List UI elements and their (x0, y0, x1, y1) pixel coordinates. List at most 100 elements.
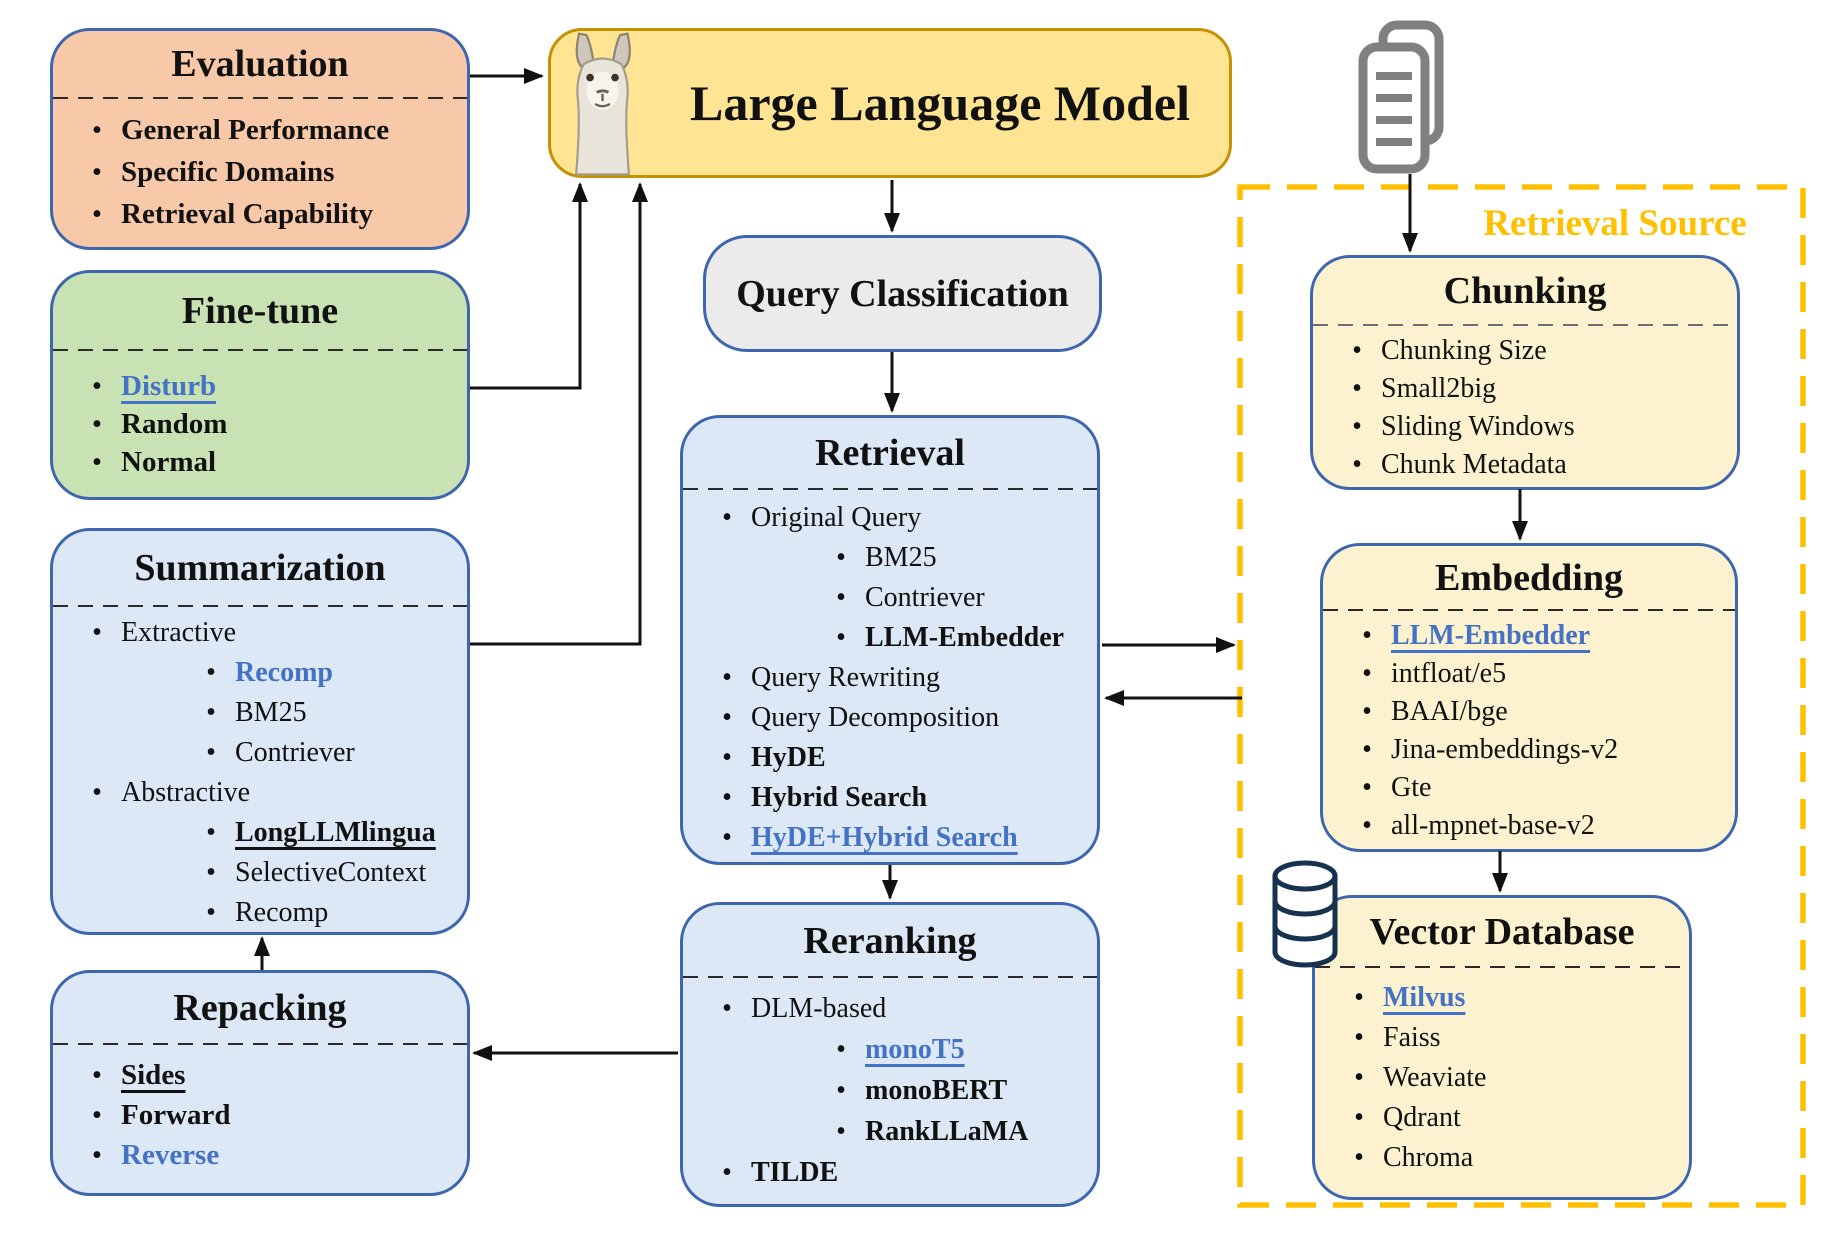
bullet-icon: • (722, 662, 732, 693)
divider (53, 605, 467, 607)
bullet-icon: • (206, 657, 216, 688)
repacking-box: Repacking •Sides •Forward •Reverse (50, 970, 470, 1196)
list-item: •monoBERT (683, 1070, 1097, 1111)
query-classification-box: Query Classification (703, 235, 1102, 352)
list-item: •Weaviate (1315, 1058, 1689, 1098)
bullet-icon: • (92, 617, 102, 648)
bullet-icon: • (722, 702, 732, 733)
bullet-icon: • (722, 993, 732, 1024)
list-item: •Chunking Size (1313, 332, 1737, 370)
llama-icon (574, 32, 631, 176)
reranking-title: Reranking (803, 919, 977, 962)
bullet-icon: • (836, 1034, 846, 1065)
bullet-icon: • (1362, 620, 1372, 651)
list-item: •Qdrant (1315, 1098, 1689, 1138)
bullet-icon: • (836, 542, 846, 573)
bullet-icon: • (1354, 1062, 1364, 1093)
list-item: •Hybrid Search (683, 778, 1097, 818)
summarization-box: Summarization •Extractive •Recomp •BM25 … (50, 528, 470, 935)
bullet-icon: • (91, 1139, 103, 1171)
bullet-icon: • (722, 742, 732, 773)
list-item: •Faiss (1315, 1018, 1689, 1058)
list-item: •Extractive (53, 613, 467, 653)
bullet-icon: • (722, 502, 732, 533)
divider (683, 488, 1097, 490)
bullet-icon: • (722, 782, 732, 813)
vector-database-title: Vector Database (1369, 911, 1635, 953)
bullet-icon: • (92, 777, 102, 808)
bullet-icon: • (206, 817, 216, 848)
bullet-icon: • (1362, 772, 1372, 803)
list-item: •Contriever (53, 733, 467, 773)
list-item: •HyDE+Hybrid Search (683, 818, 1097, 858)
list-item: •Reverse (53, 1135, 467, 1175)
list-item: •General Performance (53, 109, 467, 151)
documents-icon (1358, 20, 1444, 174)
list-item: •BM25 (53, 693, 467, 733)
bullet-icon: • (836, 1116, 846, 1147)
reranking-box: Reranking •DLM-based •monoT5 •monoBERT •… (680, 902, 1100, 1207)
list-item: •RankLLaMA (683, 1111, 1097, 1152)
list-item: •Milvus (1315, 978, 1689, 1018)
bullet-icon: • (91, 156, 103, 188)
embedding-box: Embedding •LLM-Embedder •intfloat/e5 •BA… (1320, 543, 1738, 852)
bullet-icon: • (91, 370, 103, 402)
bullet-icon: • (206, 697, 216, 728)
list-item: •Recomp (53, 893, 467, 933)
retrieval-source-label: Retrieval Source (1483, 203, 1747, 244)
list-item: •BAAI/bge (1323, 693, 1735, 731)
list-item: •Small2big (1313, 370, 1737, 408)
list-item: •DLM-based (683, 988, 1097, 1029)
bullet-icon: • (206, 897, 216, 928)
list-item: •LongLLMlingua (53, 813, 467, 853)
list-item: •intfloat/e5 (1323, 655, 1735, 693)
bullet-icon: • (1352, 449, 1362, 480)
database-icon (1272, 860, 1338, 968)
list-item: •Recomp (53, 653, 467, 693)
embedding-title: Embedding (1435, 556, 1623, 599)
bullet-icon: • (91, 408, 103, 440)
llm-title: Large Language Model (690, 75, 1190, 131)
bullet-icon: • (722, 1157, 732, 1188)
bullet-icon: • (1352, 411, 1362, 442)
bullet-icon: • (1352, 335, 1362, 366)
repacking-title: Repacking (173, 987, 347, 1029)
list-item: •BM25 (683, 538, 1097, 578)
list-item: •Chunk Metadata (1313, 446, 1737, 484)
divider (53, 349, 467, 351)
bullet-icon: • (1354, 1142, 1364, 1173)
list-item: •Specific Domains (53, 151, 467, 193)
list-item: •Retrieval Capability (53, 193, 467, 235)
fine-tune-title: Fine-tune (181, 290, 339, 332)
divider (53, 1043, 467, 1045)
list-item: •monoT5 (683, 1029, 1097, 1070)
retrieval-box: Retrieval •Original Query •BM25 •Contrie… (680, 415, 1100, 865)
arrow-summarization-to-llm (470, 182, 648, 646)
bullet-icon: • (91, 1099, 103, 1131)
list-item: •LLM-Embedder (683, 618, 1097, 658)
list-item: •Normal (53, 443, 467, 481)
bullet-icon: • (836, 1075, 846, 1106)
llm-box: Large Language Model (548, 28, 1232, 178)
list-item: •Sliding Windows (1313, 408, 1737, 446)
list-item: •LLM-Embedder (1323, 617, 1735, 655)
list-item: •Original Query (683, 498, 1097, 538)
chunking-title: Chunking (1443, 270, 1607, 312)
list-item: •TILDE (683, 1152, 1097, 1193)
bullet-icon: • (206, 857, 216, 888)
bullet-icon: • (1362, 734, 1372, 765)
bullet-icon: • (1362, 696, 1372, 727)
bullet-icon: • (1354, 1102, 1364, 1133)
chunking-box: Chunking •Chunking Size •Small2big •Slid… (1310, 255, 1740, 490)
divider (683, 976, 1097, 978)
query-classification-title: Query Classification (736, 272, 1069, 315)
list-item: •Chroma (1315, 1138, 1689, 1178)
fine-tune-box: Fine-tune •Disturb •Random •Normal (50, 270, 470, 500)
evaluation-title: Evaluation (171, 43, 349, 85)
arrow-finetune-to-llm (470, 182, 588, 390)
bullet-icon: • (91, 114, 103, 146)
list-item: •Query Rewriting (683, 658, 1097, 698)
bullet-icon: • (206, 737, 216, 768)
list-item: •Forward (53, 1095, 467, 1135)
